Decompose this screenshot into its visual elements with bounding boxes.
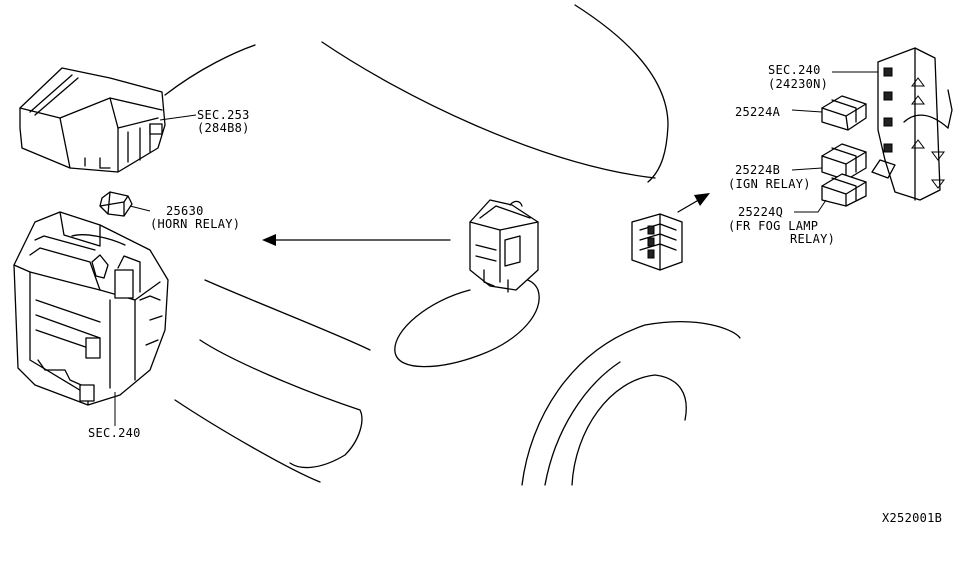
diagram-id: X252001B xyxy=(882,511,942,525)
label-relay-q-name2: RELAY) xyxy=(790,232,835,246)
relay-block-small xyxy=(631,213,683,271)
label-relay-b: 25224B xyxy=(735,163,780,177)
label-sec240-left: SEC.240 xyxy=(88,426,141,440)
arrow-left xyxy=(262,234,451,246)
label-sec253-sub: (284B8) xyxy=(197,121,250,135)
leader-25224a xyxy=(791,109,823,113)
label-relay-a: 25224A xyxy=(735,105,781,119)
fuse-box-cover xyxy=(19,67,166,173)
leader-25224b xyxy=(791,167,823,171)
relay-box-left xyxy=(13,211,169,406)
leader-sec253 xyxy=(159,114,197,121)
vehicle-body-outline xyxy=(164,4,741,486)
arrow-right xyxy=(677,193,710,213)
relay-bracket xyxy=(871,47,953,201)
relay-location-detail xyxy=(394,199,540,368)
relay-25224a xyxy=(821,95,867,131)
label-sec240-right-sub: (24230N) xyxy=(768,77,828,91)
relay-25224q xyxy=(821,173,867,207)
leader-25224q xyxy=(794,199,827,213)
leader-horn-relay xyxy=(129,205,151,212)
relay-25224b xyxy=(821,143,867,181)
label-sec240-right: SEC.240 xyxy=(768,63,821,77)
label-relay-q-name1: (FR FOG LAMP xyxy=(728,219,818,233)
label-relay-q: 25224Q xyxy=(738,205,783,219)
label-relay-b-name: (IGN RELAY) xyxy=(728,177,811,191)
label-sec253: SEC.253 xyxy=(197,108,250,122)
label-horn-part: 25630 xyxy=(166,204,204,218)
label-horn-name: (HORN RELAY) xyxy=(150,217,240,231)
horn-relay xyxy=(99,191,133,217)
